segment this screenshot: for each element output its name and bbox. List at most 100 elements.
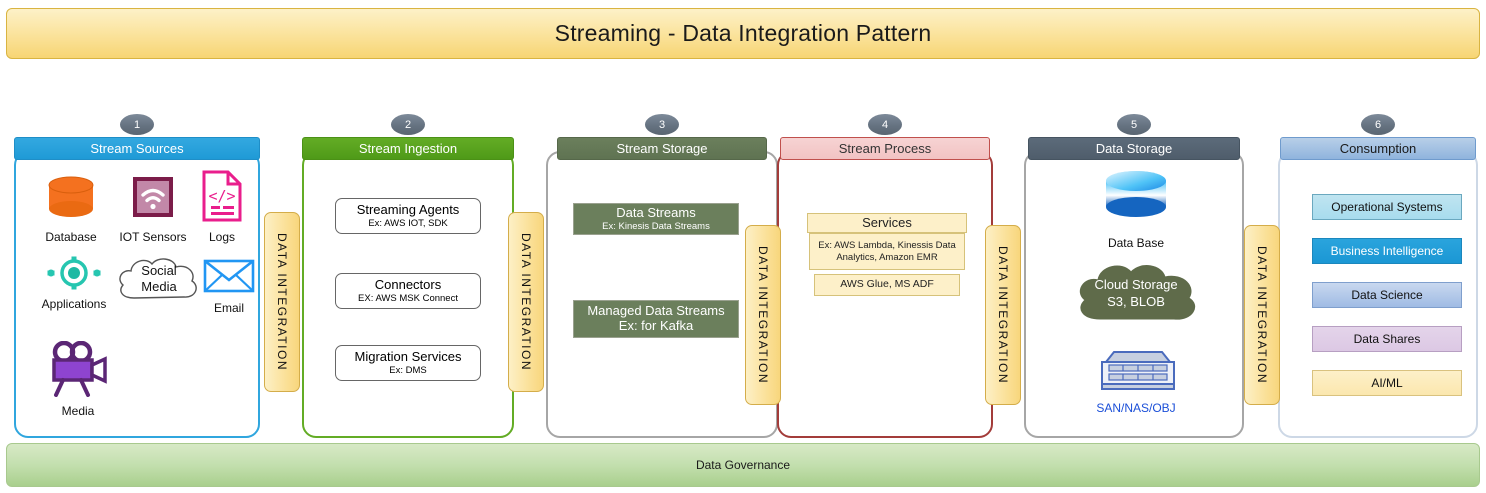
source-database[interactable]: Database [28,175,114,244]
column-title-stream-process: Stream Process [838,141,932,156]
storage-cloud-line2: S3, BLOB [1107,294,1165,309]
column-body-consumption: Operational Systems Business Intelligenc… [1278,151,1478,438]
column-body-data-storage: Data Base Cloud Storage S3, BLOB [1024,151,1244,438]
envelope-icon [203,259,255,293]
movie-camera-icon [52,340,107,397]
source-applications[interactable]: Applications [20,256,128,311]
wifi-sensor-icon [133,177,173,217]
column-body-stream-storage: Data Streams Ex: Kinesis Data Streams Ma… [546,151,778,438]
column-header-data-storage: 5 Data Storage [1028,114,1240,160]
data-integration-label-2: DATA INTEGRATION [519,232,533,371]
step-badge-2: 2 [391,114,425,135]
consumption-chip-data-science[interactable]: Data Science [1312,282,1462,308]
code-document-icon: </> [202,170,242,222]
column-stream-sources: 1 Stream Sources Database [14,114,260,438]
ingestion-sub-migration-services: Ex: DMS [389,364,427,376]
column-header-stream-sources: 1 Stream Sources [14,114,260,160]
storage-label-database: Data Base [1107,236,1165,250]
cloud-icon: Social Media [119,258,197,299]
consumption-chip-business-intelligence[interactable]: Business Intelligence [1312,238,1462,264]
step-badge-5: 5 [1117,114,1151,135]
diagram-title-bar: Streaming - Data Integration Pattern [6,8,1480,59]
page-title: Streaming - Data Integration Pattern [554,20,932,46]
ingestion-title-streaming-agents: Streaming Agents [356,201,460,217]
storage-label-san-nas-obj: SAN/NAS/OBJ [1096,401,1176,415]
column-header-stream-storage: 3 Stream Storage [557,114,767,160]
column-stream-ingestion: 2 Stream Ingestion Streaming Agents Ex: … [302,114,514,438]
column-header-consumption: 6 Consumption [1280,114,1476,160]
application-node-icon [47,256,101,290]
source-media[interactable]: Media [34,340,122,418]
source-social-media[interactable]: Social Media [112,253,206,310]
svg-text:</>: </> [208,187,235,205]
data-integration-label-3: DATA INTEGRATION [756,245,770,384]
data-integration-bar-5: DATA INTEGRATION [1244,225,1280,405]
source-label-email: Email [213,301,244,315]
consumption-chip-data-shares[interactable]: Data Shares [1312,326,1462,352]
data-integration-label-5: DATA INTEGRATION [1255,245,1269,384]
storage-sub-data-streams: Ex: Kinesis Data Streams [602,220,710,232]
svg-text:Media: Media [141,279,177,294]
source-label-database: Database [45,230,97,244]
ingestion-item-migration-services[interactable]: Migration Services Ex: DMS [335,345,481,381]
ingestion-sub-connectors: EX: AWS MSK Connect [358,292,458,304]
data-integration-label-4: DATA INTEGRATION [996,245,1010,384]
data-governance-band: Data Governance [6,443,1480,487]
svg-text:Social: Social [141,263,177,278]
ingestion-item-streaming-agents[interactable]: Streaming Agents Ex: AWS IOT, SDK [335,198,481,234]
source-label-iot-sensors: IOT Sensors [119,230,187,244]
column-title-consumption: Consumption [1339,141,1417,156]
database-cylinder-icon [48,176,94,217]
process-item-services-title[interactable]: Services [807,213,967,233]
column-title-data-storage: Data Storage [1095,141,1173,156]
step-badge-6: 6 [1361,114,1395,135]
server-rack-icon [1101,351,1175,390]
column-body-stream-sources: Database IOT Sensors </> [14,151,260,438]
data-integration-bar-4: DATA INTEGRATION [985,225,1021,405]
process-title-services: Services [862,214,912,230]
ingestion-title-connectors: Connectors [374,276,442,292]
data-integration-label-1: DATA INTEGRATION [275,232,289,371]
source-iot-sensors[interactable]: IOT Sensors [108,175,198,244]
column-stream-process: 4 Stream Process Services Ex: AWS Lambda… [777,114,993,438]
column-data-storage: 5 Data Storage [1024,114,1244,438]
ingestion-item-connectors[interactable]: Connectors EX: AWS MSK Connect [335,273,481,309]
process-sub-glue-adf: AWS Glue, MS ADF [840,278,934,291]
source-label-logs: Logs [208,230,236,244]
consumption-chip-operational-systems[interactable]: Operational Systems [1312,194,1462,220]
column-title-stream-storage: Stream Storage [616,141,708,156]
column-stream-storage: 3 Stream Storage Data Streams Ex: Kinesi… [546,114,778,438]
storage-item-cloud-storage[interactable]: Cloud Storage S3, BLOB [1066,263,1206,330]
consumption-chip-ai-ml[interactable]: AI/ML [1312,370,1462,396]
step-badge-1: 1 [120,114,154,135]
source-email[interactable]: Email [198,258,260,315]
storage-item-managed-data-streams[interactable]: Managed Data Streams Ex: for Kafka [573,300,739,338]
ingestion-sub-streaming-agents: Ex: AWS IOT, SDK [368,217,448,229]
process-item-services-examples[interactable]: Ex: AWS Lambda, Kinessis Data Analytics,… [809,233,965,270]
column-consumption: 6 Consumption Operational Systems Busine… [1278,114,1478,438]
olive-cloud-icon: Cloud Storage S3, BLOB [1079,265,1196,320]
column-header-stream-process: 4 Stream Process [780,114,990,160]
storage-item-san-nas-obj[interactable]: SAN/NAS/OBJ [1068,348,1204,415]
column-body-stream-process: Services Ex: AWS Lambda, Kinessis Data A… [777,151,993,438]
storage-cloud-line1: Cloud Storage [1094,277,1177,292]
storage-sub-managed-data-streams: Ex: for Kafka [618,318,694,333]
storage-item-database[interactable]: Data Base [1081,169,1191,250]
data-integration-bar-2: DATA INTEGRATION [508,212,544,392]
column-body-stream-ingestion: Streaming Agents Ex: AWS IOT, SDK Connec… [302,151,514,438]
source-label-applications: Applications [41,297,107,311]
column-title-stream-ingestion: Stream Ingestion [358,141,458,156]
step-badge-3: 3 [645,114,679,135]
process-item-glue-adf[interactable]: AWS Glue, MS ADF [814,274,960,296]
storage-title-managed-data-streams: Managed Data Streams [587,303,725,319]
source-logs[interactable]: </> Logs [190,169,254,244]
column-title-stream-sources: Stream Sources [90,141,184,156]
storage-item-data-streams[interactable]: Data Streams Ex: Kinesis Data Streams [573,203,739,235]
process-sub-services-examples: Ex: AWS Lambda, Kinessis Data Analytics,… [818,239,956,263]
step-badge-4: 4 [868,114,902,135]
data-governance-label: Data Governance [695,458,791,472]
column-header-stream-ingestion: 2 Stream Ingestion [302,114,514,160]
data-integration-bar-1: DATA INTEGRATION [264,212,300,392]
ingestion-title-migration-services: Migration Services [354,348,462,364]
